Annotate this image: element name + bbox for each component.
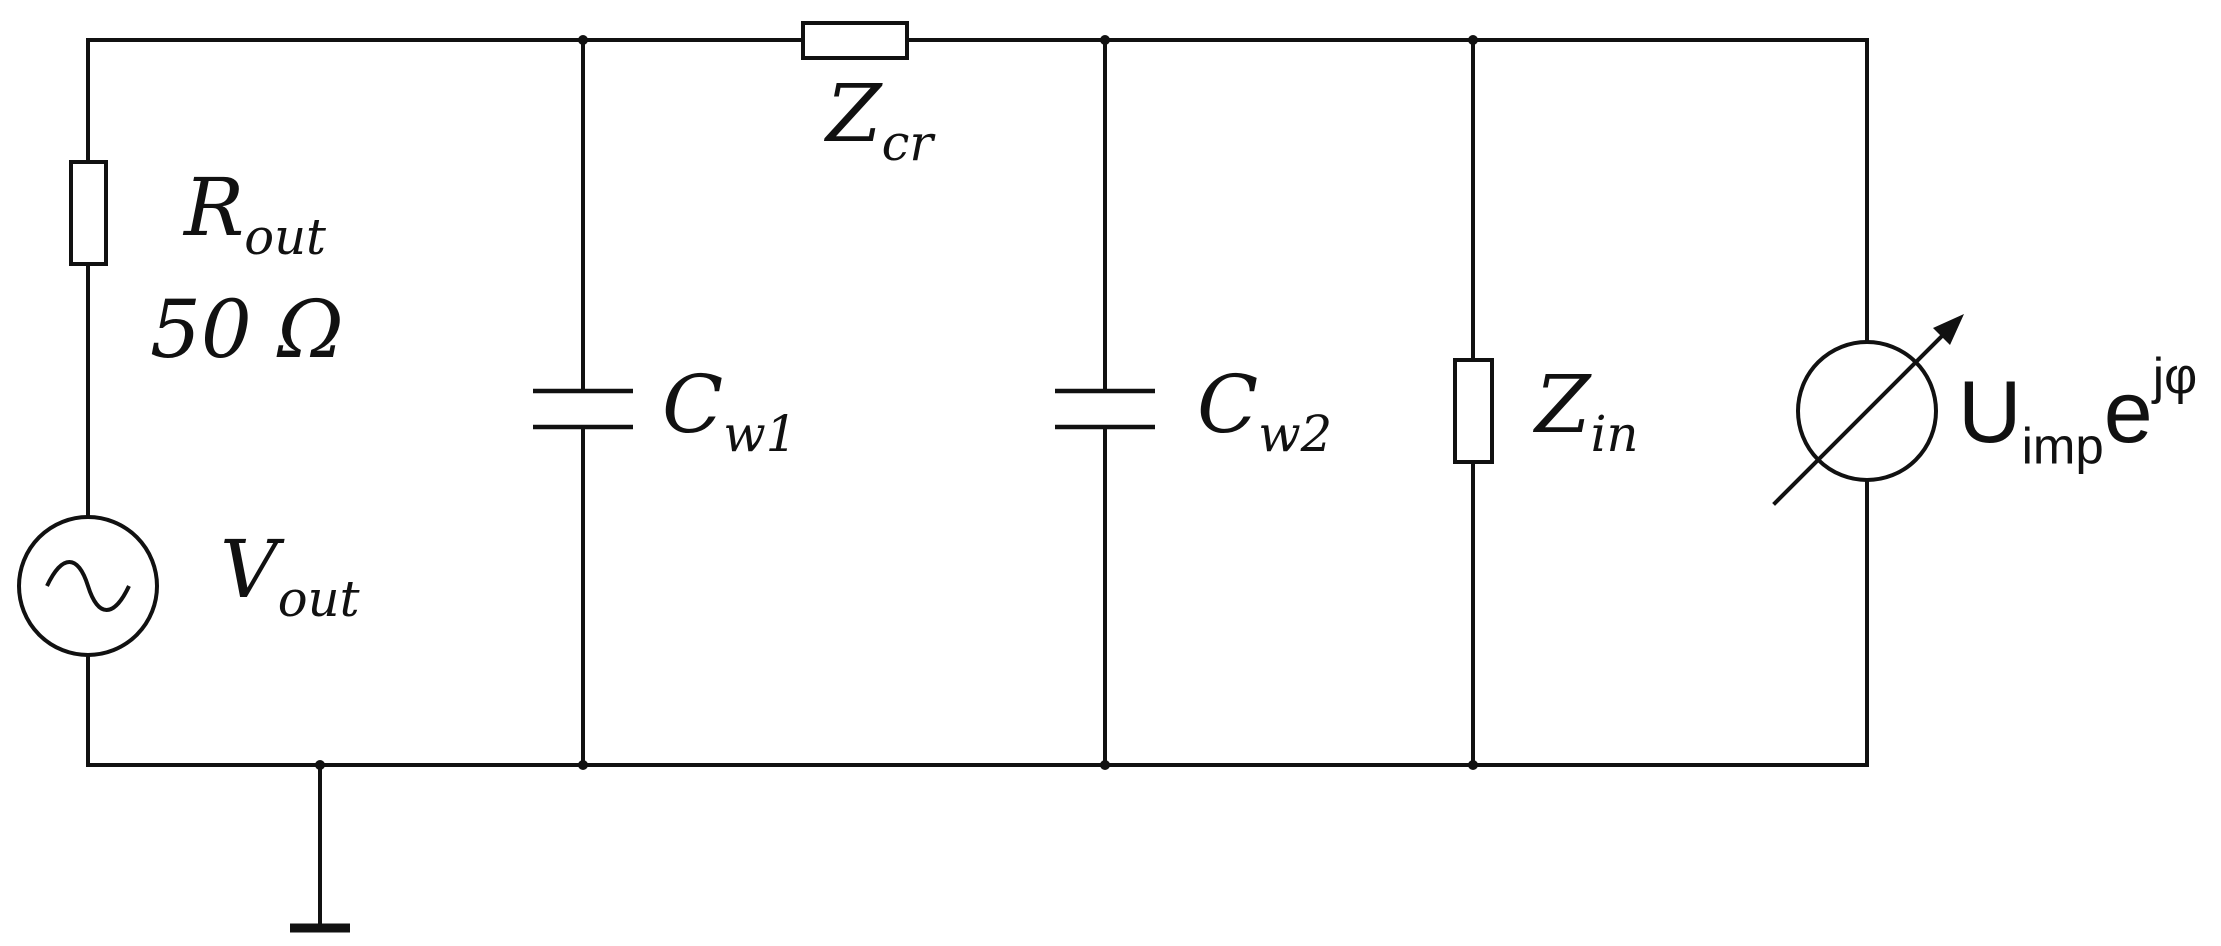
z-cr-impedance	[801, 21, 909, 60]
junction-dot	[1100, 760, 1110, 770]
junction-dot	[578, 760, 588, 770]
c-w2-label-sub: w2	[1258, 404, 1333, 463]
r-out-label-sub: out	[244, 207, 326, 266]
z-in-label-main: Z	[1535, 358, 1591, 451]
v-out-label-main: V	[220, 523, 278, 616]
c-w2-label: Cw2	[1197, 365, 1332, 459]
z-cr-label: Zcr	[826, 74, 933, 168]
c-w1-label-sub: w1	[723, 404, 798, 463]
ground-icon	[290, 763, 350, 933]
ac-voltage-source-icon	[17, 515, 159, 657]
c-w1-label: Cw1	[662, 365, 797, 459]
u-imp-label-main: U	[1958, 362, 2022, 461]
junction-dot	[1468, 35, 1478, 45]
junction-dot	[1100, 35, 1110, 45]
z-cr-label-main: Z	[826, 67, 882, 160]
z-in-impedance	[1453, 358, 1494, 464]
r-out-resistor	[69, 160, 108, 266]
r-out-label: Rout	[184, 168, 326, 262]
junction-dot	[578, 35, 588, 45]
u-imp-label-exp-base: e	[2103, 362, 2153, 461]
variable-meter-icon	[1772, 314, 1964, 506]
c-w2-label-main: C	[1197, 358, 1259, 451]
r-out-label-main: R	[184, 161, 245, 254]
junction-dot	[1468, 760, 1478, 770]
junction-dot	[315, 760, 325, 770]
u-imp-label-sub: imp	[2021, 417, 2104, 475]
z-in-label: Zin	[1535, 365, 1638, 459]
c-w1-label-main: C	[662, 358, 724, 451]
z-cr-label-sub: cr	[881, 113, 934, 172]
r-out-value-label: 50 Ω	[150, 283, 344, 376]
v-out-label: Vout	[220, 530, 360, 624]
z-in-label-sub: in	[1590, 404, 1639, 463]
v-out-label-sub: out	[277, 569, 360, 628]
u-imp-label: Uimpejφ	[1958, 350, 2197, 471]
u-imp-label-sup: jφ	[2152, 347, 2198, 405]
